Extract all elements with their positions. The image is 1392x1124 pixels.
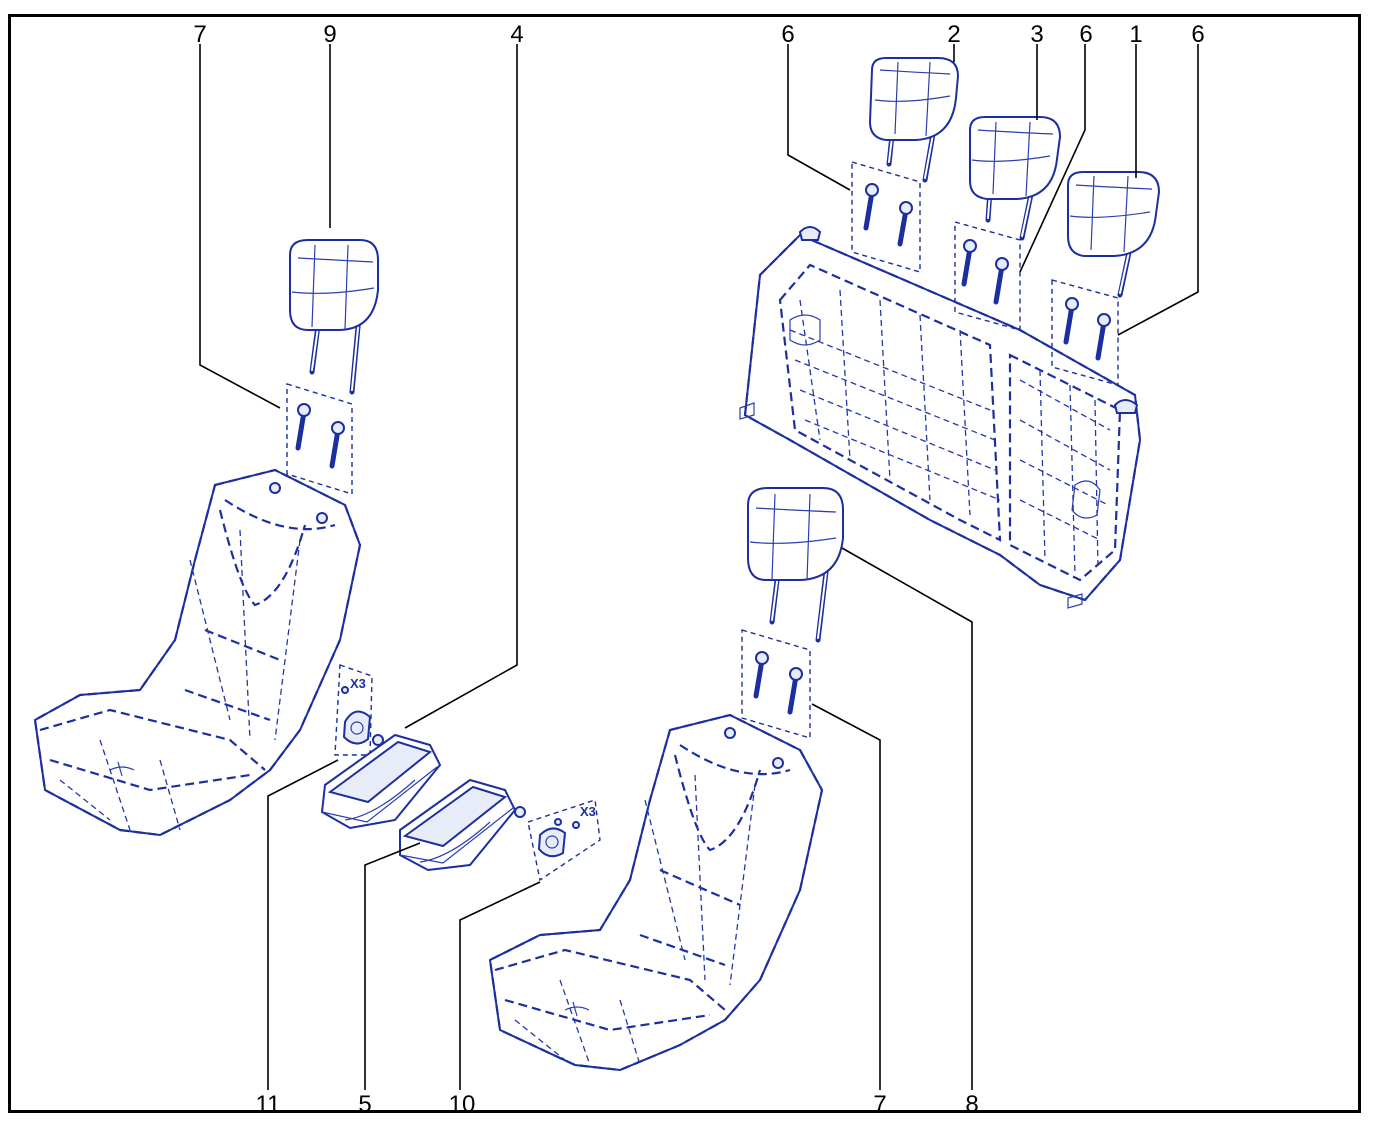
headrest-guide-group-right <box>954 221 1021 331</box>
callout-label: 5 <box>358 1091 371 1118</box>
headrest-guide-group-centre <box>851 161 921 273</box>
front-right-seat <box>488 713 824 1072</box>
callout-label: 6 <box>1191 21 1204 48</box>
armrest-right <box>399 778 526 872</box>
callout-label: 11 <box>256 1091 281 1118</box>
front-left-seat <box>33 468 362 837</box>
rear-headrest-left <box>1067 171 1161 298</box>
quantity-mark: X3 <box>350 676 366 691</box>
headrest-guide-group-front-left <box>286 383 353 495</box>
callout-label: 7 <box>193 21 206 48</box>
callout-label: 6 <box>1079 21 1092 48</box>
callout-label: 6 <box>781 21 794 48</box>
armrest-left <box>320 733 442 830</box>
armrest-hinge-right: X3 <box>527 799 601 882</box>
rear-headrest-centre <box>868 57 960 183</box>
callout-label: 9 <box>323 21 336 48</box>
front-left-headrest <box>289 239 379 395</box>
armrest-hinge-left: X3 <box>334 664 373 756</box>
rear-seat-backrest-frame <box>739 226 1142 609</box>
callout-label: 1 <box>1129 21 1142 48</box>
callout-label: 2 <box>947 21 960 48</box>
callout-labels: 7 9 4 6 2 3 6 1 6 11 5 10 7 8 <box>193 21 1204 1118</box>
callout-label: 3 <box>1030 21 1043 48</box>
callout-label: 10 <box>449 1091 476 1118</box>
diagram-frame <box>8 14 1361 1113</box>
front-right-headrest <box>747 487 844 643</box>
headrest-guide-group-left <box>1051 279 1119 386</box>
quantity-mark: X3 <box>580 804 596 819</box>
leader-lines <box>199 44 1199 1090</box>
rear-headrest-right <box>969 116 1062 241</box>
callout-label: 7 <box>873 1091 886 1118</box>
callout-label: 8 <box>965 1091 978 1118</box>
callout-label: 4 <box>510 21 523 48</box>
headrest-guide-group-front-right <box>741 629 811 739</box>
